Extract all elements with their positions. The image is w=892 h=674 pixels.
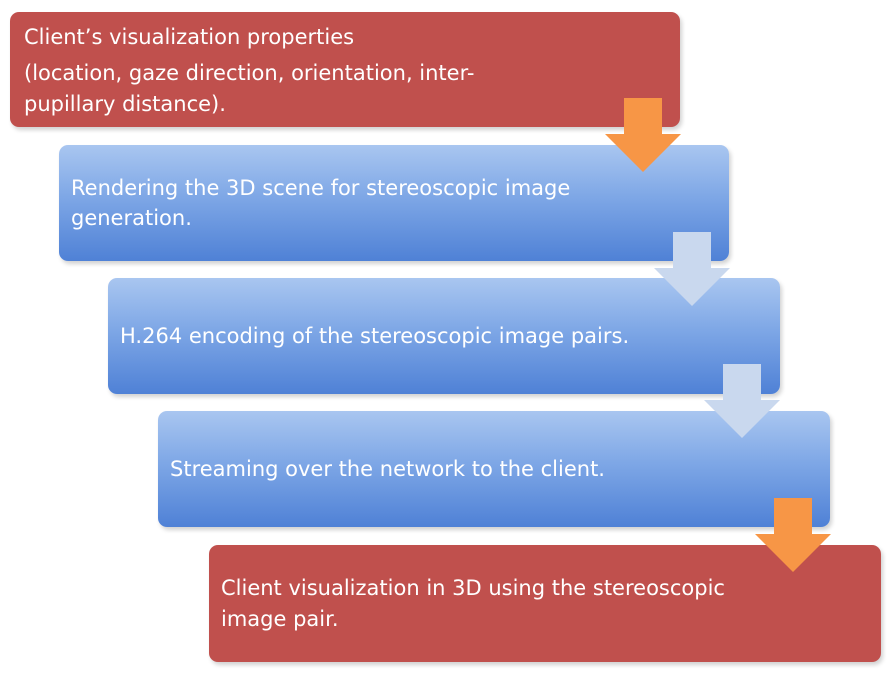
step-client-visualization-3d: Client visualization in 3D using the ste… [209,545,881,662]
step-1-line-3: pupillary distance). [24,91,226,116]
step-5-line-2: image pair. [221,606,339,631]
down-arrow-icon-1 [605,98,681,172]
step-client-visualization-properties: Client’s visualization properties (locat… [10,12,680,127]
step-streaming-over-network: Streaming over the network to the client… [158,411,830,527]
step-1-line-1: Client’s visualization properties [24,25,355,49]
step-2-line-1: Rendering the 3D scene for stereoscopic … [71,175,571,200]
down-arrow-icon-2 [654,232,730,306]
step-2-line-2: generation. [71,206,192,230]
step-4-line-1: Streaming over the network to the client… [170,456,605,481]
step-3-line-1: H.264 encoding of the stereoscopic image… [120,323,630,348]
down-arrow-icon-3 [704,364,780,438]
step-5-line-1: Client visualization in 3D using the ste… [221,576,725,601]
step-1-line-2: (location, gaze direction, orientation, … [24,61,475,86]
step-rendering-3d-scene: Rendering the 3D scene for stereoscopic … [59,145,729,261]
down-arrow-icon-4 [755,498,831,572]
step-h264-encoding: H.264 encoding of the stereoscopic image… [108,278,780,394]
